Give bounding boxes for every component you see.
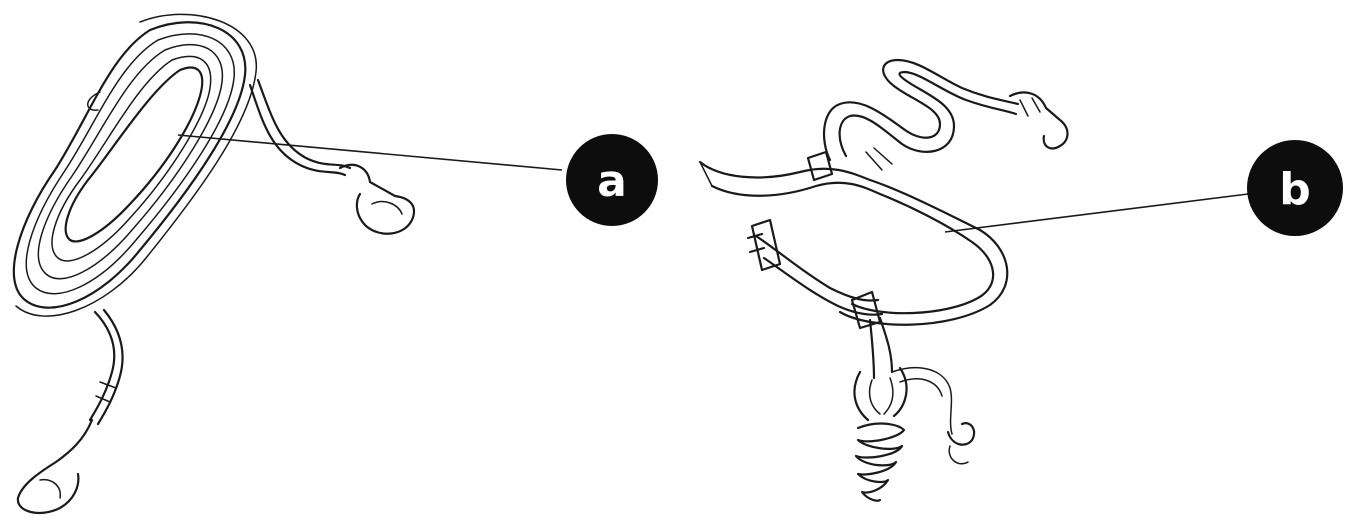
leader-line-b xyxy=(945,194,1248,232)
belt-hook-icon xyxy=(948,423,974,464)
lanyard-strap xyxy=(824,60,1018,170)
lanyard-hook-icon xyxy=(1010,92,1068,148)
label-a-text: a xyxy=(597,156,627,207)
hanging-straps xyxy=(870,318,952,434)
harness-belt-illustration xyxy=(700,60,1068,501)
label-marker-b: b xyxy=(1247,140,1343,236)
spiral-anchor-icon xyxy=(854,368,906,501)
label-b-text: b xyxy=(1279,164,1311,215)
coiled-rope-illustration xyxy=(14,14,414,513)
belt-band xyxy=(748,220,882,328)
rope-coil xyxy=(14,14,257,316)
rope-tail-left xyxy=(90,310,123,424)
leader-line-a xyxy=(178,135,562,170)
label-marker-a: a xyxy=(566,134,658,226)
snap-hook-right-icon xyxy=(340,165,414,234)
snap-hook-left-icon xyxy=(18,420,92,513)
rope-tail-right xyxy=(250,80,350,175)
